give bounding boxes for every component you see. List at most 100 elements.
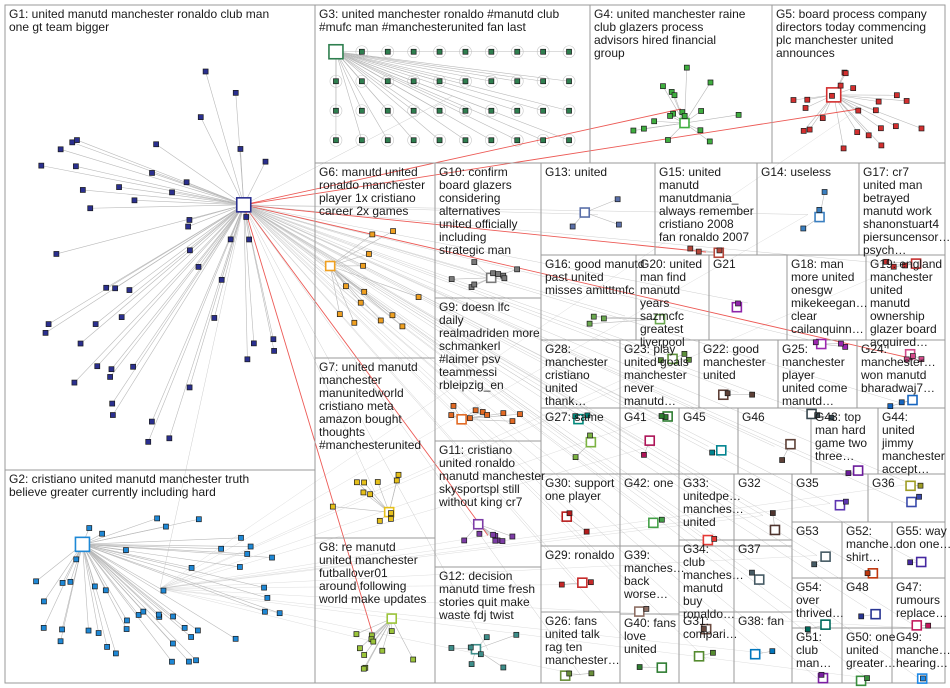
node-g3 xyxy=(410,107,417,114)
node-g5 xyxy=(819,115,826,121)
edge xyxy=(82,544,240,568)
node-g7 xyxy=(388,510,394,516)
edge xyxy=(82,544,268,599)
node-g2 xyxy=(195,516,202,523)
node-g15 xyxy=(716,247,723,254)
self-loop xyxy=(459,133,472,147)
inter-group-edge xyxy=(243,204,919,563)
node-g3 xyxy=(384,48,391,55)
node-g2 xyxy=(124,617,130,624)
edge xyxy=(56,204,244,255)
node-g4 xyxy=(681,113,688,119)
inter-group-edge xyxy=(243,204,809,215)
node-g1 xyxy=(195,264,202,270)
node-g6 xyxy=(336,311,343,318)
edge xyxy=(82,189,244,206)
node-g20 xyxy=(685,356,692,363)
node-g7 xyxy=(393,477,400,484)
edge xyxy=(82,544,128,621)
edge xyxy=(662,86,685,124)
node-g13 xyxy=(616,221,622,228)
edge xyxy=(335,51,518,112)
node-g32 xyxy=(769,524,781,536)
node-g2 xyxy=(85,627,92,634)
edge xyxy=(589,318,661,324)
group-label-g35: G35 xyxy=(796,476,819,490)
node-g1 xyxy=(131,197,138,204)
node-g1 xyxy=(183,179,190,186)
inter-group-edge xyxy=(243,204,739,393)
node-g4 xyxy=(735,112,742,118)
edge xyxy=(335,51,414,111)
self-loop xyxy=(562,45,576,59)
node-g3 xyxy=(566,78,572,85)
edge xyxy=(134,200,244,206)
node-g1 xyxy=(74,137,80,143)
node-g2 xyxy=(102,587,109,594)
inter-group-edge xyxy=(159,356,673,589)
node-g8 xyxy=(360,665,367,672)
node-g2 xyxy=(113,650,119,657)
node-g6 xyxy=(357,299,364,306)
group-label-g29: G29: ronaldo xyxy=(545,548,615,562)
node-g41 xyxy=(641,451,647,458)
node-g23 xyxy=(658,413,665,419)
edge xyxy=(188,204,244,227)
edge xyxy=(335,51,414,141)
node-g5 xyxy=(893,92,900,99)
node-g2 xyxy=(188,634,194,640)
node-g29 xyxy=(577,577,588,588)
self-loop xyxy=(485,133,498,147)
node-g13 xyxy=(579,207,591,218)
edge xyxy=(90,204,244,209)
node-g42 xyxy=(648,517,659,529)
node-g32 xyxy=(769,510,776,516)
node-g36 xyxy=(916,493,922,500)
node-g14 xyxy=(814,211,825,223)
node-g5 xyxy=(806,126,813,133)
node-g7 xyxy=(354,479,360,486)
edge xyxy=(82,544,127,630)
node-g3 xyxy=(359,48,365,55)
group-label-g33: G33:unitedpe…manches…united xyxy=(683,476,744,529)
node-g5 xyxy=(804,96,811,103)
node-g5 xyxy=(903,98,910,104)
inter-group-edge xyxy=(159,108,859,589)
node-g44 xyxy=(905,480,916,492)
node-g52 xyxy=(864,570,871,577)
node-g12 xyxy=(483,634,490,641)
node-g2 xyxy=(269,554,275,561)
node-g3 xyxy=(462,137,469,144)
node-g3 xyxy=(514,137,521,144)
edge xyxy=(335,51,492,141)
group-label-g46: G46 xyxy=(742,410,765,424)
inter-group-edge xyxy=(243,204,902,404)
node-g7 xyxy=(361,479,367,486)
inter-group-edge xyxy=(243,204,818,629)
node-g2 xyxy=(247,543,254,550)
edge xyxy=(82,544,173,662)
edge xyxy=(82,544,197,661)
node-g4 xyxy=(683,64,690,71)
edge xyxy=(833,94,907,102)
node-g3 xyxy=(333,78,339,85)
inter-group-edge xyxy=(243,204,912,485)
edge xyxy=(833,94,896,127)
node-g1 xyxy=(202,68,209,75)
self-loop xyxy=(459,104,472,118)
node-g16 xyxy=(600,315,607,322)
edge xyxy=(243,204,255,344)
node-g29 xyxy=(588,579,594,586)
node-g1 xyxy=(271,348,277,354)
node-g1 xyxy=(186,217,193,223)
node-g13 xyxy=(569,223,576,230)
node-g15 xyxy=(687,245,694,252)
node-g1 xyxy=(107,374,113,380)
node-g2 xyxy=(163,523,169,530)
node-g24 xyxy=(907,394,918,406)
inter-group-edge xyxy=(243,204,845,472)
